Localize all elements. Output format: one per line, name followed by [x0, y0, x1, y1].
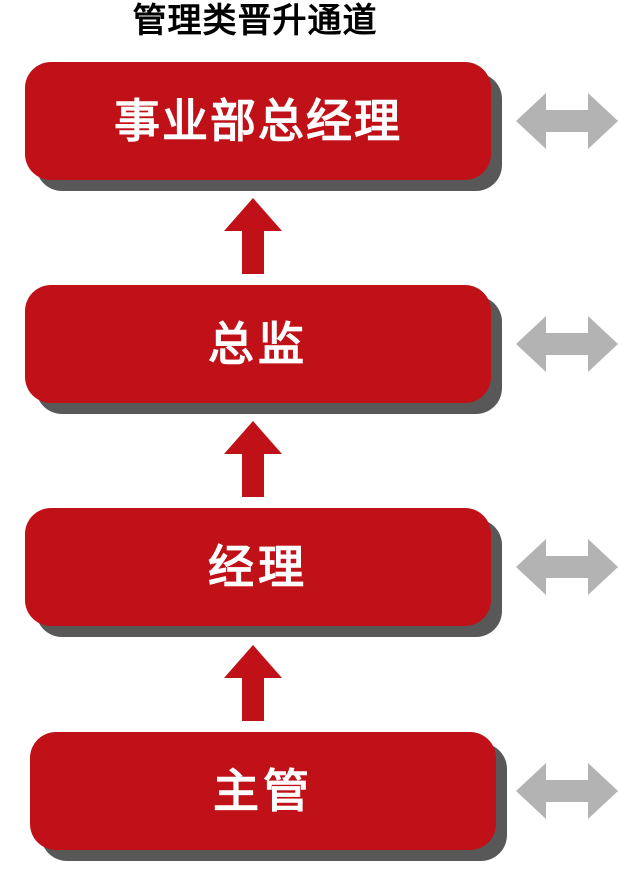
- level-row-4: 事业部总经理: [0, 62, 618, 202]
- arrow-left-right-icon: [516, 314, 618, 374]
- level-label-4: 事业部总经理: [114, 94, 402, 148]
- arrow-up-icon-3: [224, 198, 282, 274]
- arrow-left-right-icon: [516, 91, 618, 151]
- arrow-left-right-icon: [516, 761, 618, 821]
- level-row-3: 总监: [0, 285, 618, 425]
- level-box-3[interactable]: 总监: [25, 285, 491, 403]
- level-label-3: 总监: [208, 317, 308, 371]
- level-label-1: 主管: [213, 764, 313, 818]
- arrow-up-icon-2: [224, 421, 282, 497]
- level-box-2[interactable]: 经理: [25, 508, 491, 626]
- level-row-1: 主管: [0, 732, 618, 872]
- level-box-4[interactable]: 事业部总经理: [25, 62, 491, 180]
- level-row-2: 经理: [0, 508, 618, 648]
- level-box-1[interactable]: 主管: [30, 732, 496, 850]
- arrow-left-right-icon: [516, 537, 618, 597]
- diagram-title: 管理类晋升通道: [132, 1, 378, 41]
- arrow-up-icon-1: [224, 645, 282, 721]
- level-label-2: 经理: [208, 540, 308, 594]
